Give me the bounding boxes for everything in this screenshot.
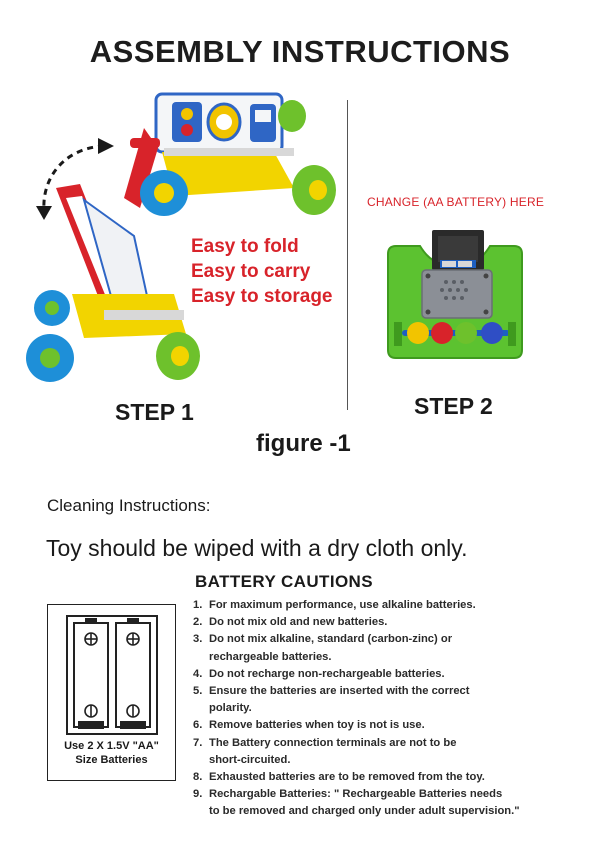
figure-caption: figure -1 — [256, 430, 351, 457]
caution-item: 4.Do not recharge non-rechargeable batte… — [193, 667, 445, 680]
caution-item-continuation: polarity. — [209, 702, 252, 715]
step-2-label: STEP 2 — [414, 393, 493, 419]
caution-item: 5.Ensure the batteries are inserted with… — [193, 685, 470, 698]
caution-item-continuation: to be removed and charged only under adu… — [209, 805, 520, 818]
caution-item: 8.Exhausted batteries are to be removed … — [193, 771, 485, 784]
battery-caption-line2: Size Batteries — [75, 754, 148, 766]
caution-item: 9.Rechargable Batteries: " Rechargeable … — [193, 788, 503, 801]
battery-holder-icon — [66, 615, 158, 735]
cleaning-text: Toy should be wiped with a dry cloth onl… — [46, 535, 468, 561]
section-divider — [347, 100, 348, 410]
slogan-carry: Easy to carry — [191, 261, 311, 282]
battery-compartment-illustration — [387, 230, 523, 359]
features-list: Easy to fold Easy to carry Easy to stora… — [191, 234, 333, 309]
battery-change-label: CHANGE (AA BATTERY) HERE — [367, 195, 545, 209]
page-title: ASSEMBLY INSTRUCTIONS — [89, 34, 511, 69]
step-1-label: STEP 1 — [115, 399, 194, 425]
battery-cautions-heading: BATTERY CAUTIONS — [195, 572, 373, 591]
walker-folded — [26, 184, 200, 382]
caution-item-continuation: short-circuited. — [209, 753, 291, 766]
battery-cautions-list: 1.For maximum performance, use alkaline … — [193, 597, 593, 821]
caution-item: 7.The Battery connection terminals are n… — [193, 736, 457, 749]
caution-item: 1.For maximum performance, use alkaline … — [193, 599, 476, 611]
caution-item: 2.Do not mix old and new batteries. — [193, 616, 388, 629]
battery-caption-line1: Use 2 X 1.5V "AA" — [64, 740, 159, 752]
battery-size-caption: Use 2 X 1.5V "AA" Size Batteries — [48, 739, 175, 767]
caution-item-continuation: rechargeable batteries. — [209, 650, 332, 663]
walker-illustration — [26, 92, 336, 382]
caution-item: 6.Remove batteries when toy is not is us… — [193, 719, 425, 732]
walker-upright — [124, 92, 336, 216]
slogan-storage: Easy to storage — [191, 286, 333, 307]
slogan-fold: Easy to fold — [191, 236, 299, 257]
cleaning-heading: Cleaning Instructions: — [47, 496, 211, 515]
caution-item: 3.Do not mix alkaline, standard (carbon-… — [193, 633, 453, 646]
battery-diagram-box: Use 2 X 1.5V "AA" Size Batteries — [47, 604, 176, 781]
